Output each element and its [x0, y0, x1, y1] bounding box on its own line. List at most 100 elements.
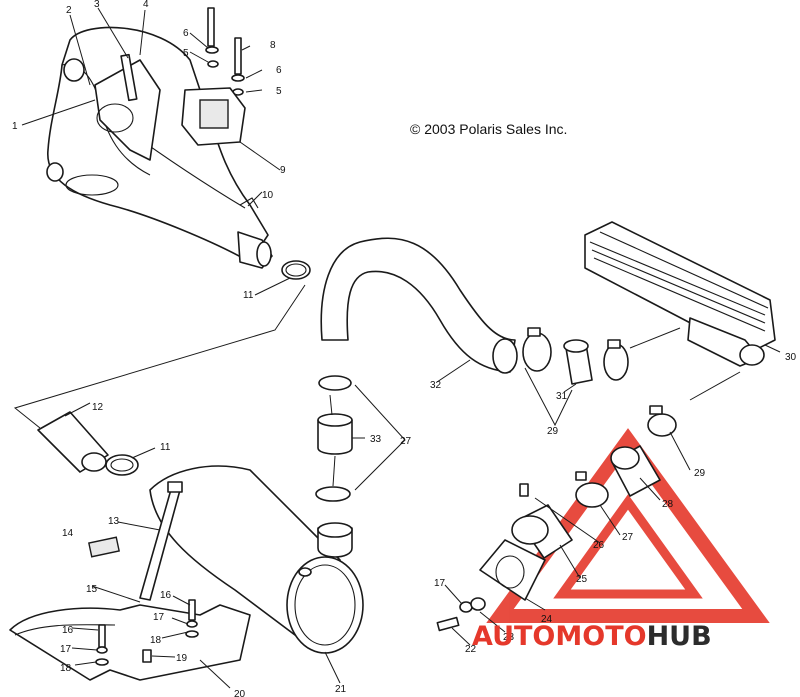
callout-17b: 17	[60, 644, 72, 655]
callout-33: 33	[370, 434, 382, 445]
exhaust-pipe-assembly	[46, 7, 273, 269]
callout-12: 12	[92, 402, 104, 413]
callout-13: 13	[108, 516, 120, 527]
exchanger-fin-4	[599, 231, 769, 309]
callout-21: 21	[335, 684, 347, 695]
callout-15: 15	[86, 584, 98, 595]
callout-11b: 11	[160, 442, 171, 453]
callout-8: 8	[270, 40, 276, 51]
coupler-clamp-bottom	[315, 486, 351, 502]
mount-bolt-upper	[207, 7, 215, 47]
washer-a	[205, 46, 219, 54]
exchanger-fin-3	[593, 257, 766, 332]
mount-bolt-lower	[234, 37, 242, 75]
flange-gasket	[495, 555, 525, 589]
lock-washer-a	[207, 60, 219, 68]
coupler-top-rim	[317, 413, 353, 427]
callout-6a: 6	[183, 28, 189, 39]
mount-bracket-assembly	[9, 599, 251, 681]
clamp-29b-screw	[607, 339, 621, 349]
callout-16b: 16	[62, 625, 74, 636]
callout-23: 23	[503, 632, 515, 643]
clamp-29c-screw	[649, 405, 663, 415]
coupler-31-assembly	[522, 327, 629, 385]
stinger-end	[256, 241, 272, 267]
callout-3: 3	[94, 0, 100, 10]
callout-19: 19	[176, 653, 188, 664]
lock-washer-17b	[186, 620, 198, 628]
exchanger-fin-2	[591, 249, 766, 324]
washer-18b	[185, 630, 199, 638]
callout-16a: 16	[160, 590, 172, 601]
pipe-outlet-stub	[46, 162, 64, 182]
head-pipe-32	[320, 237, 516, 373]
callout-29b: 29	[694, 468, 706, 479]
callout-29a: 29	[547, 426, 559, 437]
exchanger-outlet	[739, 344, 765, 366]
pipe-hanger-tab	[239, 197, 259, 209]
callout-28: 28	[662, 499, 674, 510]
callout-17a: 17	[153, 612, 165, 623]
clamp-27	[575, 482, 609, 508]
nut-19	[142, 649, 152, 663]
muffler-stud	[298, 567, 312, 577]
watermark-hub: HUB	[647, 621, 712, 652]
callout-32: 32	[430, 380, 442, 391]
bolt-16a	[98, 624, 106, 648]
callout-27a: 27	[400, 436, 412, 447]
lower-outlet-assembly	[436, 405, 677, 632]
clamp-upper-inner	[285, 263, 307, 277]
head-pipe-end	[492, 338, 518, 374]
callout-26: 26	[593, 540, 605, 551]
clamp-29a	[522, 332, 552, 372]
watermark-triangle-inner	[553, 494, 703, 599]
callout-18a: 18	[150, 635, 162, 646]
muffler-assembly	[88, 465, 364, 654]
pipe-label-oval	[65, 174, 119, 196]
callout-1: 1	[12, 121, 18, 132]
connector-pipe-end	[81, 452, 107, 472]
muffler-coupler-assembly	[315, 375, 353, 502]
strap-buckle	[167, 481, 183, 493]
callout-11a: 11	[243, 290, 254, 301]
muffler-end-cap-rim	[294, 564, 356, 646]
connector-pipe-assembly	[37, 411, 139, 476]
callout-27b: 27	[622, 532, 634, 543]
callout-24: 24	[541, 614, 553, 625]
watermark-moto: MOTO	[555, 621, 646, 652]
callout-20: 20	[234, 689, 246, 697]
callout-4: 4	[143, 0, 149, 10]
foam-pad	[88, 536, 120, 558]
watermark-wordmark: AUTOMOTOHUB	[472, 621, 712, 652]
callout-18b: 18	[60, 663, 72, 674]
callout-5b: 5	[276, 86, 282, 97]
lock-washer-17a	[96, 646, 108, 654]
outlet-hose-28-end	[610, 446, 640, 470]
outlet-flange-24	[479, 539, 546, 601]
callout-2: 2	[66, 5, 72, 16]
washer-18a	[95, 658, 109, 666]
callout-22: 22	[465, 644, 477, 655]
bracket-rubber-mount	[199, 99, 229, 129]
callout-31: 31	[556, 391, 568, 402]
leader-lines	[13, 7, 781, 689]
grease-fitting-26	[519, 483, 529, 497]
exchanger-fin-1	[589, 241, 766, 316]
washer-b	[231, 74, 245, 82]
outlet-housing-opening	[511, 515, 549, 545]
coupler-33	[317, 419, 353, 455]
callout-5a: 5	[183, 48, 189, 59]
callout-numbers: 1 2 3 4 5 5 6 6 8 9 10 11 11 12 13 14 15…	[12, 0, 797, 697]
clamp-29a-screw	[527, 327, 541, 337]
clamp-lower-inner	[110, 458, 134, 472]
callout-9: 9	[280, 165, 286, 176]
coupler-31-rim	[563, 339, 589, 353]
mount-bracket-20	[9, 604, 251, 681]
callout-6b: 6	[276, 65, 282, 76]
callout-17c: 17	[434, 578, 446, 589]
washer-23	[470, 597, 486, 611]
bolt-16b	[188, 599, 196, 621]
coupler-clamp-top	[318, 375, 352, 391]
